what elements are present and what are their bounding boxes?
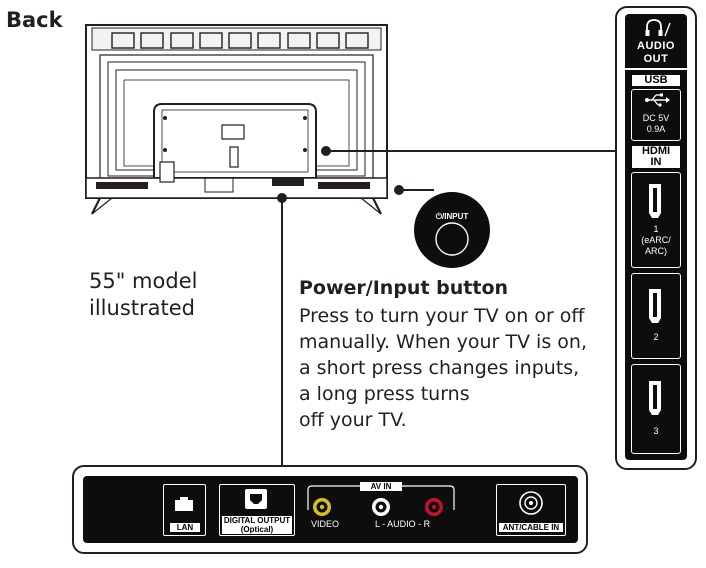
hdmi-port-number: 1 bbox=[653, 224, 659, 234]
hdmi-connector-icon bbox=[649, 289, 661, 323]
hdmi-port-note: ARC) bbox=[645, 246, 667, 256]
ant-cable-label: ANT/CABLE IN bbox=[499, 523, 563, 532]
description-line: a short press changes inputs, bbox=[299, 357, 580, 379]
hdmi-port-number: 3 bbox=[653, 426, 659, 436]
audio-r-jack[interactable] bbox=[424, 497, 444, 517]
usb-icon bbox=[645, 93, 670, 107]
headphones-icon bbox=[645, 19, 671, 37]
description-line: off your TV. bbox=[299, 409, 407, 431]
ant-cable-port[interactable] bbox=[496, 484, 566, 536]
coax-jack-icon bbox=[519, 491, 543, 515]
model-note: 55" model illustrated bbox=[89, 268, 197, 322]
power-button-description: Press to turn your TV on or off manually… bbox=[299, 303, 599, 433]
av-in-label: AV IN bbox=[360, 482, 402, 491]
video-label: VIDEO bbox=[311, 519, 340, 529]
description-line: manually. When your TV is on, bbox=[299, 331, 587, 353]
hdmi-port-2[interactable] bbox=[631, 273, 681, 359]
hdmi-in-label: HDMI bbox=[632, 146, 680, 157]
power-knob-label: ⏻/INPUT bbox=[435, 212, 469, 221]
usb-port[interactable] bbox=[631, 89, 681, 141]
audio-out-label: AUDIO bbox=[637, 40, 675, 52]
audio-l-jack[interactable] bbox=[371, 497, 391, 517]
description-line: a long press turns bbox=[299, 383, 470, 405]
video-jack[interactable] bbox=[313, 497, 333, 517]
hdmi-connector-icon bbox=[649, 381, 661, 415]
description-line: Press to turn your TV on or off bbox=[299, 305, 585, 327]
digital-output-label: (Optical) bbox=[222, 525, 292, 534]
page-title: Back bbox=[6, 8, 63, 32]
av-jacks bbox=[313, 498, 443, 516]
hdmi-port-number: 2 bbox=[653, 332, 659, 342]
usb-spec: DC 5V bbox=[642, 113, 670, 123]
usb-label: USB bbox=[632, 75, 680, 86]
hdmi-port-3[interactable] bbox=[631, 364, 681, 454]
audio-label: L - AUDIO - R bbox=[375, 519, 431, 529]
lan-label: LAN bbox=[170, 523, 200, 532]
digital-output-label: DIGITAL OUTPUT bbox=[222, 516, 292, 525]
divider bbox=[625, 68, 687, 70]
digital-output-port[interactable] bbox=[219, 484, 295, 536]
model-note-line: illustrated bbox=[89, 296, 195, 320]
audio-out-label: OUT bbox=[643, 53, 669, 65]
hdmi-connector-icon bbox=[649, 184, 661, 218]
lan-port[interactable] bbox=[163, 484, 206, 536]
usb-spec: 0.9A bbox=[646, 124, 666, 134]
power-button-heading: Power/Input button bbox=[299, 277, 509, 299]
hdmi-in-label: IN bbox=[632, 157, 680, 168]
ethernet-icon bbox=[175, 497, 193, 511]
model-note-line: 55" model bbox=[89, 269, 198, 293]
hdmi-port-note: (eARC/ bbox=[641, 235, 671, 245]
power-input-button[interactable] bbox=[436, 223, 468, 255]
hdmi-port-1[interactable] bbox=[631, 172, 681, 268]
optical-port-icon bbox=[245, 489, 267, 509]
